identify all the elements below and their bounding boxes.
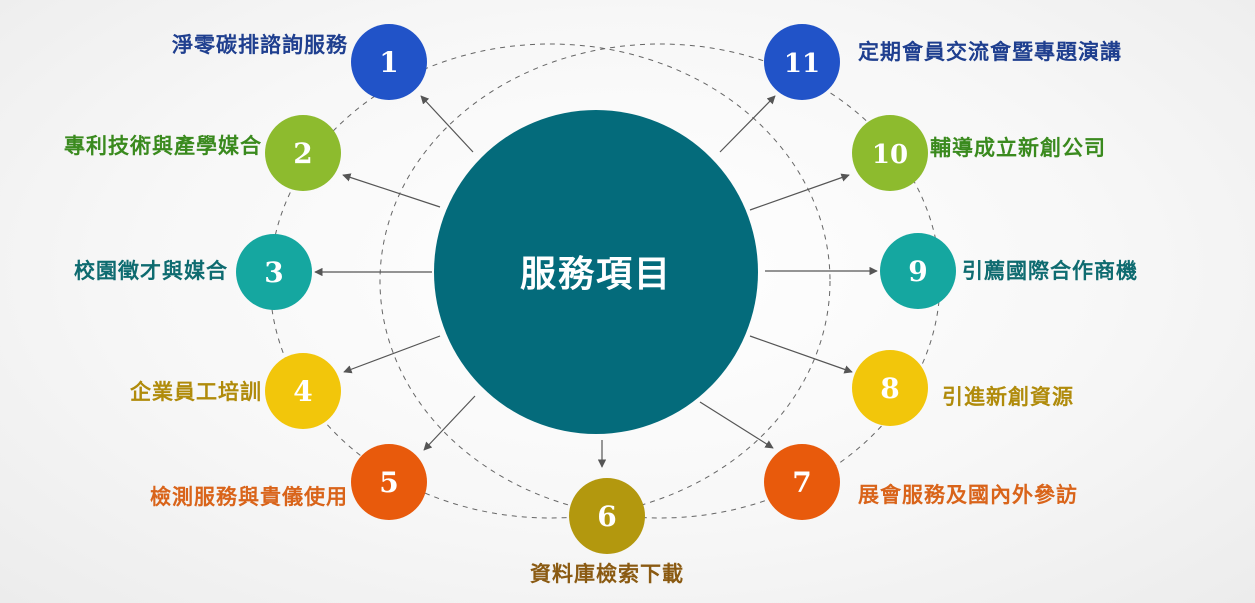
service-node-4 <box>265 353 341 429</box>
service-number-2: 2 <box>293 137 312 170</box>
service-node-9 <box>880 233 956 309</box>
service-label-5: 檢測服務與貴儀使用 <box>150 485 348 509</box>
service-number-6: 6 <box>597 500 616 533</box>
service-label-7: 展會服務及國內外參訪 <box>858 483 1078 507</box>
service-number-1: 1 <box>379 46 398 79</box>
arrow-to-service-4 <box>343 335 441 374</box>
service-node-2 <box>265 115 341 191</box>
service-number-7: 7 <box>792 466 811 499</box>
service-label-4: 企業員工培訓 <box>130 380 262 404</box>
arrow-to-service-5 <box>423 395 476 451</box>
service-node-11 <box>764 24 840 100</box>
service-label-3: 校園徵才與媒合 <box>74 259 228 283</box>
service-node-3 <box>236 234 312 310</box>
service-label-10: 輔導成立新創公司 <box>930 136 1106 160</box>
service-number-3: 3 <box>264 256 283 289</box>
connector-arrows <box>314 95 878 468</box>
service-number-8: 8 <box>880 372 899 405</box>
service-label-1: 淨零碳排諮詢服務 <box>172 33 348 57</box>
center-circle <box>434 110 758 434</box>
arrow-to-service-1 <box>420 95 474 153</box>
service-label-11: 定期會員交流會暨專題演講 <box>858 40 1122 64</box>
service-label-8: 引進新創資源 <box>942 385 1074 409</box>
service-node-5 <box>351 444 427 520</box>
arrow-to-service-7 <box>699 401 774 449</box>
arrow-to-service-10 <box>749 173 850 211</box>
service-node-6 <box>569 478 645 554</box>
service-label-2: 專利技術與產學媒合 <box>64 134 262 158</box>
service-node-8 <box>852 350 928 426</box>
service-label-9: 引薦國際合作商機 <box>962 259 1138 283</box>
arrow-to-service-2 <box>342 173 441 208</box>
center-title: 服務項目 <box>519 254 672 295</box>
service-number-9: 9 <box>908 255 927 288</box>
service-node-1 <box>351 24 427 100</box>
service-number-10: 10 <box>872 140 908 170</box>
service-number-11: 11 <box>784 49 820 79</box>
service-label-6: 資料庫檢索下載 <box>530 562 684 586</box>
service-number-5: 5 <box>379 466 398 499</box>
service-nodes: 1 2 3 4 5 6 7 8 9 10 11 <box>236 24 956 554</box>
service-node-10 <box>852 115 928 191</box>
arrow-to-service-8 <box>749 335 853 374</box>
arrow-to-service-11 <box>719 95 776 153</box>
service-number-4: 4 <box>293 375 312 408</box>
service-node-7 <box>764 444 840 520</box>
